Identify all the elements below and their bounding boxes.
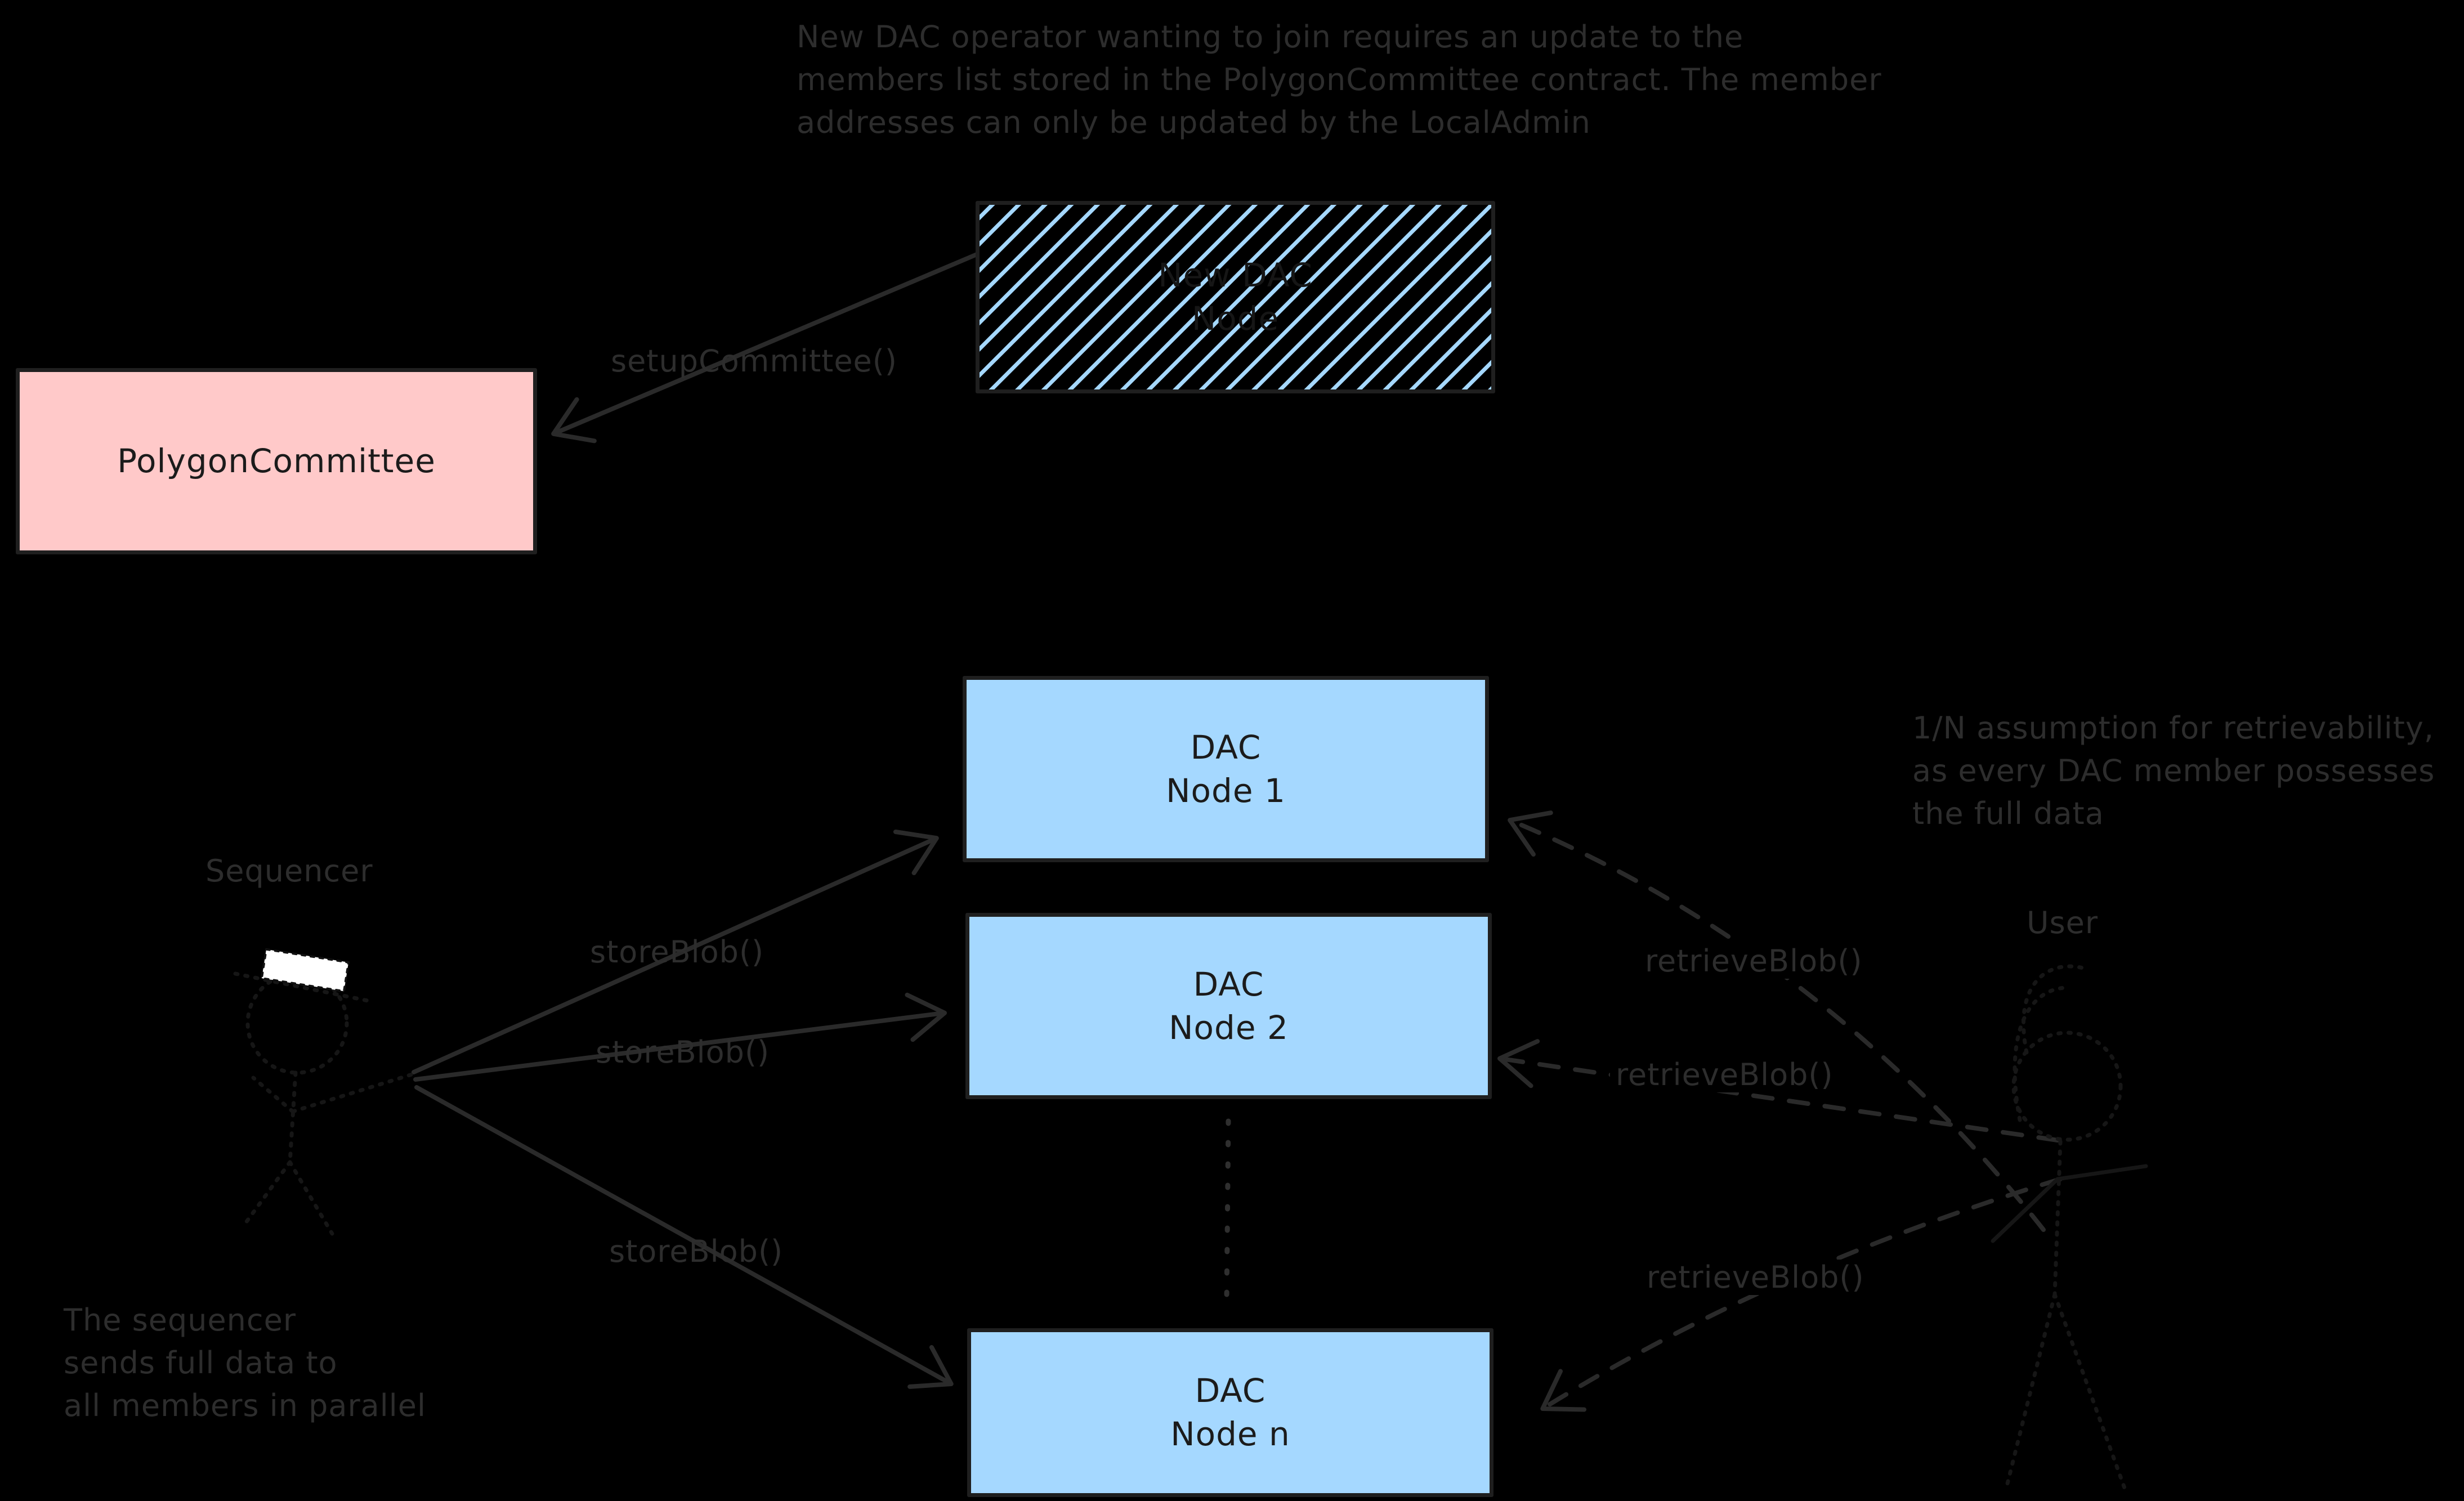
label-retrieve-blob-n: retrieveBlob() xyxy=(1641,1260,1870,1295)
box-new-dac-node: New DAC Node xyxy=(976,201,1495,393)
box-label: Node n xyxy=(1170,1415,1290,1453)
sequencer-figure-icon xyxy=(233,948,416,1236)
label-store-blob-2: storeBlob() xyxy=(596,1034,770,1070)
setup-committee-arrow xyxy=(551,252,979,443)
box-label: New DAC xyxy=(1158,256,1313,294)
label-user: User xyxy=(2027,905,2099,940)
node-continuation-dotted-line xyxy=(1224,1118,1231,1304)
box-label: PolygonCommittee xyxy=(117,442,436,480)
store-blob-arrow-node2 xyxy=(413,992,947,1082)
store-blob-arrow-node1 xyxy=(412,830,939,1074)
note-new-dac-operator: New DAC operator wanting to join require… xyxy=(797,16,1882,144)
note-retrievability: 1/N assumption for retrievability, as ev… xyxy=(1912,707,2435,835)
label-retrieve-blob-2: retrieveBlob() xyxy=(1610,1057,1839,1092)
store-blob-arrow-noden xyxy=(414,1085,954,1389)
retrieve-blob-arrow-node2 xyxy=(1497,1039,2060,1142)
note-line: sends full data to xyxy=(64,1345,338,1381)
box-dac-node-1: DAC Node 1 xyxy=(963,676,1489,862)
box-label: Node 2 xyxy=(1169,1008,1289,1047)
note-line: New DAC operator wanting to join require… xyxy=(797,19,1744,55)
note-sequencer-parallel: The sequencer sends full data to all mem… xyxy=(64,1299,426,1427)
box-dac-node-n: DAC Node n xyxy=(967,1328,1493,1497)
hatch-pattern xyxy=(980,205,1491,389)
note-line: as every DAC member possesses xyxy=(1912,753,2435,788)
retrieve-blob-arrow-node1 xyxy=(1508,810,2046,1232)
note-line: addresses can only be updated by the Loc… xyxy=(797,105,1591,140)
note-line: 1/N assumption for retrievability, xyxy=(1912,710,2435,746)
sequencer-hat xyxy=(260,948,350,993)
note-line: members list stored in the PolygonCommit… xyxy=(797,62,1882,97)
box-label: Node 1 xyxy=(1166,771,1286,810)
note-line: all members in parallel xyxy=(64,1388,426,1423)
box-dac-node-2: DAC Node 2 xyxy=(965,913,1492,1099)
box-label: Node xyxy=(1191,299,1280,338)
box-polygon-committee: PolygonCommittee xyxy=(16,368,537,554)
label-sequencer: Sequencer xyxy=(205,853,373,889)
user-figure-icon xyxy=(1991,964,2148,1496)
box-label: DAC xyxy=(1193,965,1264,1003)
label-store-blob-n: storeBlob() xyxy=(609,1234,784,1269)
note-line: the full data xyxy=(1912,796,2104,831)
label-retrieve-blob-1: retrieveBlob() xyxy=(1639,943,1868,979)
note-line: The sequencer xyxy=(64,1302,297,1338)
label-setup-committee: setupCommittee() xyxy=(611,343,897,379)
label-store-blob-1: storeBlob() xyxy=(590,934,764,970)
box-label: DAC xyxy=(1195,1372,1266,1410)
box-label: DAC xyxy=(1190,728,1262,767)
